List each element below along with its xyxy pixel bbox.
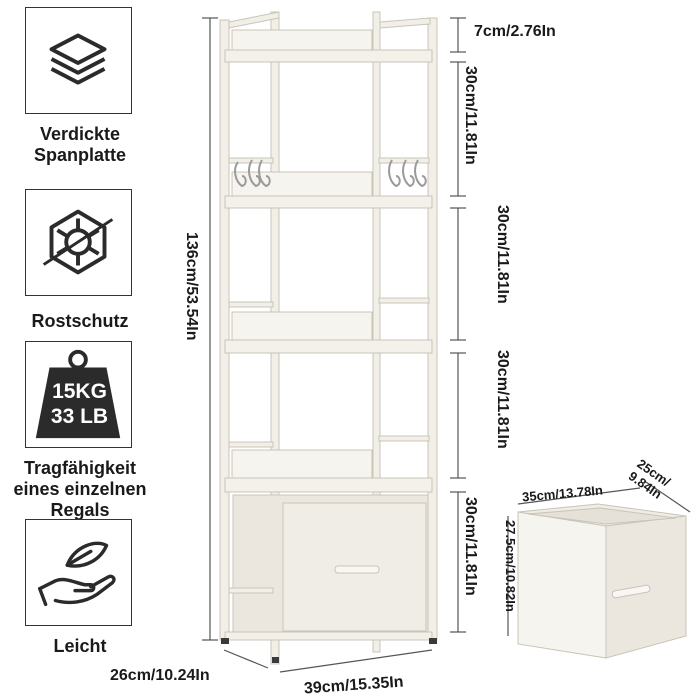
s-hook	[388, 159, 401, 188]
s-hook	[234, 161, 247, 188]
feature-label-rust: Rostschutz	[31, 311, 129, 331]
drawer-handle	[611, 584, 651, 599]
dim-top-gap: 7cm/2.76In	[474, 23, 556, 40]
stacked-layers-icon	[25, 7, 132, 114]
feather-hand-icon	[25, 519, 132, 626]
weight-kg: 15KG	[52, 380, 107, 403]
shelf-board	[224, 477, 433, 493]
dim-shelf-gap-3: 30cm/11.81In	[494, 350, 511, 449]
shelf-post	[427, 17, 438, 641]
s-hook	[414, 159, 427, 188]
shelf-post	[219, 19, 230, 641]
width-dimension-line	[279, 649, 433, 673]
shelf-board	[224, 49, 433, 63]
weight-icon: 15KG 33 LB	[25, 341, 132, 448]
shelf-board	[224, 195, 433, 209]
depth-dimension-line	[223, 649, 269, 669]
s-hook	[248, 159, 261, 188]
shelf-backboard	[231, 311, 373, 341]
rust-shield-hexagon-icon	[25, 189, 132, 296]
shelf-backboard	[231, 171, 373, 197]
s-hook	[258, 159, 271, 188]
shelf-post	[372, 11, 381, 653]
feature-label-capacity: Tragfähigkeit eines einzelnen Regals	[13, 458, 147, 520]
shelf-board	[224, 339, 433, 354]
dim-depth: 26cm/10.24In	[110, 667, 210, 684]
feature-label-light: Leicht	[53, 636, 107, 656]
s-hook	[402, 159, 415, 188]
dim-total-height: 136cm/53.54In	[183, 232, 200, 341]
dim-shelf-gap-4: 30cm/11.81In	[462, 497, 479, 596]
shelf-backboard	[231, 29, 373, 53]
dim-shelf-gap-2: 30cm/11.81In	[494, 205, 511, 304]
drawer-dim-height: 27.5cm/10.82In	[503, 520, 518, 612]
dim-shelf-gap-1: 30cm/11.81In	[462, 66, 479, 165]
weight-lb: 33 LB	[50, 405, 109, 428]
drawer-handle	[334, 565, 380, 574]
shelf-backboard	[231, 449, 373, 481]
feature-label-particleboard: Verdickte Spanplatte	[33, 124, 126, 165]
fabric-drawer-standalone	[517, 503, 687, 659]
